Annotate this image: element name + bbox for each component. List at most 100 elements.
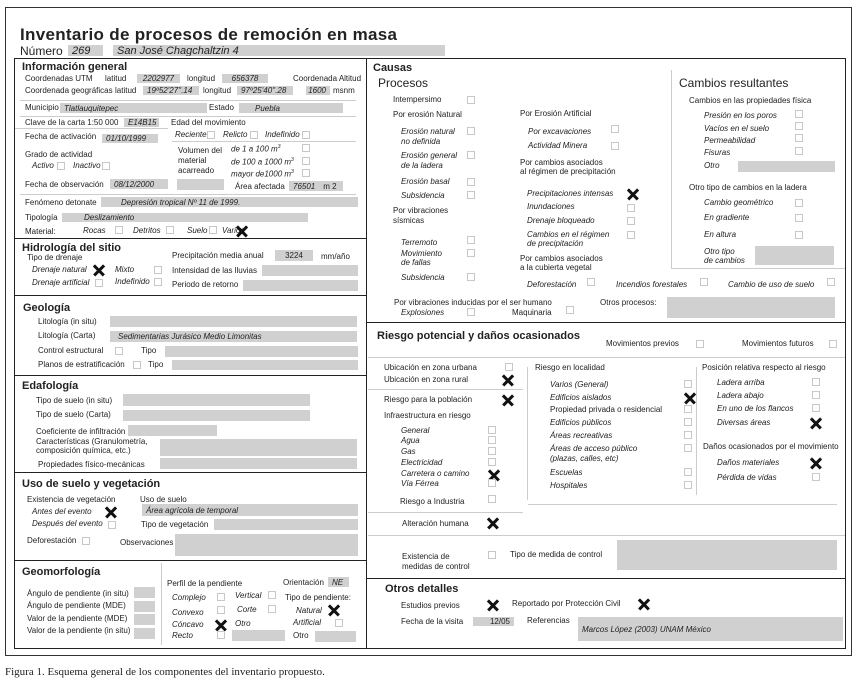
checkbox[interactable]	[488, 479, 496, 487]
excavaciones-checkbox[interactable]	[611, 125, 619, 133]
erosion-natural-checkbox[interactable]	[467, 127, 475, 135]
indefinido-drenaje-checkbox[interactable]	[154, 278, 162, 286]
inundaciones-checkbox[interactable]	[627, 204, 635, 212]
fallas-checkbox[interactable]	[467, 249, 475, 257]
checkbox[interactable]	[812, 404, 820, 412]
periodo-field[interactable]	[243, 280, 358, 291]
subsidencia-sismica-checkbox[interactable]	[467, 273, 475, 281]
vertical-checkbox[interactable]	[268, 591, 276, 599]
complejo-checkbox[interactable]	[217, 593, 225, 601]
movimientos-previos-checkbox[interactable]	[696, 340, 704, 348]
otro-cambios-field[interactable]	[755, 246, 834, 265]
proteccion-civil-checked-x-icon[interactable]	[638, 598, 650, 610]
fecha-visita-field[interactable]: 12/05	[473, 617, 514, 626]
otro-perfil-field[interactable]	[232, 630, 285, 641]
rocas-checkbox[interactable]	[115, 226, 123, 234]
checkbox[interactable]	[812, 378, 820, 386]
site-name-field[interactable]: San José Chagchaltzin 4	[113, 45, 445, 56]
checked-x-icon[interactable]	[810, 457, 822, 469]
checkbox[interactable]	[684, 481, 692, 489]
artificial-checkbox[interactable]	[335, 619, 343, 627]
checkbox[interactable]	[684, 380, 692, 388]
angulo-insitu-field[interactable]	[134, 587, 155, 598]
natural-checked-x-icon[interactable]	[328, 604, 340, 616]
tipo-planos-field[interactable]	[172, 360, 358, 370]
checkbox[interactable]	[684, 405, 692, 413]
fenomeno-field[interactable]: Depresión tropical Nº 11 de 1999.	[101, 197, 358, 207]
otros-procesos-field[interactable]	[667, 297, 835, 318]
despues-evento-checkbox[interactable]	[108, 521, 116, 529]
deforestacion-causa-checkbox[interactable]	[587, 278, 595, 286]
permeabilidad-checkbox[interactable]	[795, 134, 803, 142]
cambios-regimen-checkbox[interactable]	[627, 231, 635, 239]
checked-x-icon[interactable]	[684, 392, 696, 404]
blank-field[interactable]	[177, 179, 224, 190]
erosion-general-checkbox[interactable]	[467, 151, 475, 159]
checkbox[interactable]	[684, 418, 692, 426]
deforestacion-checkbox[interactable]	[82, 537, 90, 545]
numero-field[interactable]: 269	[68, 45, 103, 56]
industria-checkbox[interactable]	[488, 495, 496, 503]
convexo-checkbox[interactable]	[217, 606, 225, 614]
altitud-field[interactable]: 1600	[306, 86, 330, 95]
inactivo-checkbox[interactable]	[102, 162, 110, 170]
utm-lon-field[interactable]: 656378	[222, 74, 268, 83]
activacion-field[interactable]: 01/10/1999	[102, 134, 158, 143]
suelo-checkbox[interactable]	[209, 226, 217, 234]
volumen-2-checkbox[interactable]	[302, 157, 310, 165]
terremoto-checkbox[interactable]	[467, 236, 475, 244]
checkbox[interactable]	[488, 426, 496, 434]
control-estructural-checkbox[interactable]	[115, 347, 123, 355]
checked-x-icon[interactable]	[810, 417, 822, 429]
antes-evento-checked-x-icon[interactable]	[105, 506, 117, 518]
subsidencia-checkbox[interactable]	[467, 191, 475, 199]
indefinido-checkbox[interactable]	[302, 131, 310, 139]
mixto-checkbox[interactable]	[154, 266, 162, 274]
suelo-insitu-field[interactable]	[123, 394, 310, 406]
litologia-carta-field[interactable]: Sedimentarias Jurásico Medio Limonitas	[110, 331, 357, 342]
precipitacion-field[interactable]: 3224	[275, 250, 313, 261]
tipo-vegetacion-field[interactable]	[214, 519, 358, 530]
otro-tipo-field[interactable]	[315, 631, 356, 642]
en-gradiente-checkbox[interactable]	[795, 214, 803, 222]
recto-checkbox[interactable]	[217, 631, 225, 639]
drenaje-natural-checked-x-icon[interactable]	[93, 264, 105, 276]
mineria-checkbox[interactable]	[611, 142, 619, 150]
detritos-checkbox[interactable]	[166, 226, 174, 234]
volumen-3-checkbox[interactable]	[302, 169, 310, 177]
volumen-1-checkbox[interactable]	[302, 144, 310, 152]
checkbox[interactable]	[812, 473, 820, 481]
propiedades-field[interactable]	[160, 458, 357, 469]
municipio-field[interactable]: Tlatlauquitepec	[60, 103, 207, 113]
utm-lat-field[interactable]: 2202977	[137, 74, 180, 83]
movimientos-futuros-checkbox[interactable]	[829, 340, 837, 348]
angulo-mde-field[interactable]	[134, 601, 155, 612]
fisuras-checkbox[interactable]	[795, 147, 803, 155]
corte-checkbox[interactable]	[268, 605, 276, 613]
erosion-basal-checkbox[interactable]	[467, 178, 475, 186]
checkbox[interactable]	[488, 447, 496, 455]
explosiones-checkbox[interactable]	[467, 308, 475, 316]
tipo-medida-field[interactable]	[617, 540, 837, 570]
drenaje-bloqueado-checkbox[interactable]	[627, 217, 635, 225]
estado-field[interactable]: Puebla	[239, 103, 343, 113]
clave-field[interactable]: E14B15	[124, 118, 159, 127]
medidas-control-checkbox[interactable]	[488, 551, 496, 559]
maquinaria-checkbox[interactable]	[566, 306, 574, 314]
drenaje-artificial-checkbox[interactable]	[95, 279, 103, 287]
suelo-carta-field[interactable]	[123, 410, 310, 421]
otro-fisica-field[interactable]	[738, 161, 835, 172]
cambio-geometrico-checkbox[interactable]	[795, 199, 803, 207]
checkbox[interactable]	[488, 436, 496, 444]
valor-mde-field[interactable]	[134, 614, 155, 625]
checkbox[interactable]	[488, 458, 496, 466]
estudios-previos-checked-x-icon[interactable]	[487, 599, 499, 611]
alteracion-humana-checked-x-icon[interactable]	[487, 517, 499, 529]
observaciones-field[interactable]	[175, 534, 358, 556]
presion-poros-checkbox[interactable]	[795, 110, 803, 118]
checkbox[interactable]	[684, 444, 692, 452]
caracteristicas-field[interactable]	[160, 439, 357, 456]
zona-urbana-checkbox[interactable]	[505, 363, 513, 371]
valor-insitu-field[interactable]	[134, 628, 155, 639]
concavo-checked-x-icon[interactable]	[215, 619, 227, 631]
